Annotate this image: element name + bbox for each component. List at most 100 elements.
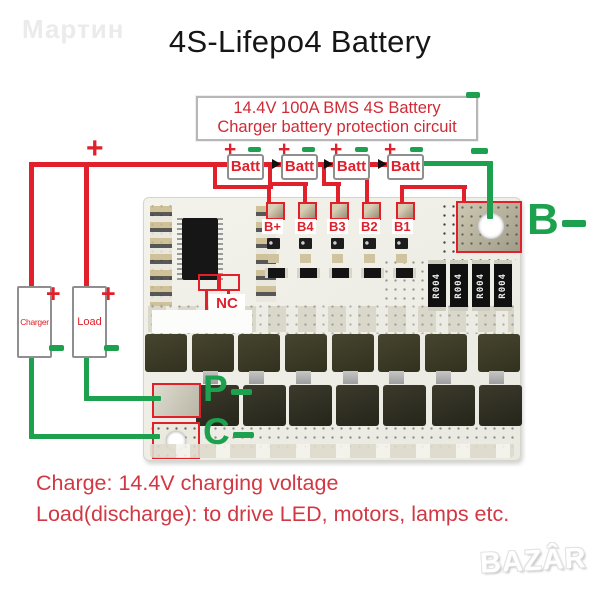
mosfet bbox=[285, 334, 327, 372]
wire-pack-negative bbox=[416, 161, 493, 166]
smd-part bbox=[267, 238, 280, 249]
mosfet bbox=[192, 334, 234, 372]
series-arrow bbox=[272, 159, 281, 169]
nc-pad-box bbox=[198, 274, 219, 291]
load-info-line: Load(discharge): to drive LED, motors, l… bbox=[36, 502, 510, 526]
smd-part bbox=[395, 238, 408, 249]
description-text: Charge: 14.4V charging voltage Load(disc… bbox=[36, 468, 509, 530]
battery-cell-1: Batt bbox=[227, 154, 264, 180]
wire-b4-tap bbox=[303, 182, 307, 203]
mosfet bbox=[432, 385, 475, 426]
mosfet bbox=[336, 385, 379, 426]
terminal-letter: P bbox=[203, 368, 228, 409]
load-box: Load bbox=[72, 286, 107, 358]
charger-box: Charger bbox=[17, 286, 52, 358]
pcb-board: B+ B4 B3 B2 B1 NC R004 R004 R004 R004 bbox=[143, 197, 522, 461]
minus-mark bbox=[49, 345, 64, 351]
wire-load-negative bbox=[84, 396, 161, 401]
smd-part bbox=[268, 254, 279, 263]
minus-mark bbox=[104, 345, 119, 351]
pad-b-plus bbox=[266, 202, 285, 220]
wire-load-positive bbox=[84, 162, 89, 288]
minus-mark bbox=[248, 147, 261, 152]
battery-cell-4: Batt bbox=[387, 154, 424, 180]
mosfet bbox=[238, 334, 280, 372]
ic-pins bbox=[218, 218, 223, 280]
smd-part bbox=[300, 254, 311, 263]
mosfet-tab bbox=[249, 371, 264, 384]
smd-part bbox=[361, 268, 384, 278]
battery-cell-2: Batt bbox=[281, 154, 318, 180]
mosfet-tab bbox=[296, 371, 311, 384]
mosfet-tab bbox=[389, 371, 404, 384]
wire-b3-tap bbox=[322, 182, 341, 186]
shunt-resistor: R004 bbox=[450, 260, 468, 311]
wire-b4-tap bbox=[268, 165, 272, 185]
series-arrow bbox=[324, 159, 333, 169]
pad-label-b1: B1 bbox=[392, 219, 413, 234]
terminal-letter: C bbox=[203, 411, 230, 452]
smd-part bbox=[393, 268, 416, 278]
wire-b2-tap bbox=[365, 165, 369, 204]
charge-info-line: Charge: 14.4V charging voltage bbox=[36, 471, 339, 495]
page-title: 4S-Lifepo4 Battery bbox=[168, 24, 432, 59]
wire-charger-negative bbox=[29, 434, 160, 439]
wire-b1-tap bbox=[462, 185, 466, 202]
smd-part bbox=[363, 238, 376, 249]
minus-mark bbox=[466, 92, 480, 98]
nc-pointer-line bbox=[205, 289, 208, 317]
wire-b1-tap bbox=[400, 187, 404, 203]
terminal-label-c-minus: C bbox=[203, 411, 254, 452]
wire-charger-positive bbox=[29, 162, 34, 288]
mosfet-tab bbox=[343, 371, 358, 384]
terminal-dash bbox=[230, 389, 252, 395]
smd-part bbox=[396, 254, 407, 263]
series-arrow bbox=[378, 159, 387, 169]
minus-mark bbox=[302, 147, 315, 152]
ic-pins bbox=[177, 218, 182, 280]
mosfet bbox=[425, 334, 467, 372]
plus-mark: + bbox=[46, 280, 61, 308]
smd-part bbox=[299, 238, 312, 249]
info-box: 14.4V 100A BMS 4S Battery Charger batter… bbox=[196, 96, 478, 141]
pcb-edge-pads bbox=[150, 444, 514, 458]
mosfet-tab bbox=[489, 371, 504, 384]
pad-b1 bbox=[396, 202, 415, 220]
pad-b3 bbox=[330, 202, 349, 220]
plus-mark: + bbox=[101, 280, 116, 308]
wire-b-plus-tap bbox=[213, 185, 273, 189]
seller-watermark: Мартин bbox=[22, 14, 125, 44]
mosfet bbox=[145, 334, 187, 372]
terminal-letter: B bbox=[527, 195, 559, 244]
mosfet bbox=[478, 334, 520, 372]
mosfet-tab bbox=[203, 371, 218, 384]
terminal-label-b-minus: B bbox=[527, 195, 586, 244]
mosfet bbox=[383, 385, 426, 426]
plus-mark: + bbox=[86, 132, 104, 165]
minus-mark bbox=[355, 147, 368, 152]
pad-label-b4: B4 bbox=[295, 219, 316, 234]
info-line-1: 14.4V 100A BMS 4S Battery bbox=[233, 99, 441, 117]
wire-pack-positive bbox=[29, 162, 420, 167]
mosfet bbox=[289, 385, 332, 426]
minus-mark bbox=[410, 147, 423, 152]
nc-label: NC bbox=[209, 294, 245, 314]
wire-b1-tap bbox=[400, 185, 467, 189]
shunt-resistor: R004 bbox=[428, 260, 446, 311]
wire-b3-tap bbox=[336, 182, 340, 203]
wire-b3-tap bbox=[322, 165, 326, 185]
mosfet bbox=[332, 334, 374, 372]
smd-components bbox=[150, 206, 172, 306]
pad-label-b2: B2 bbox=[359, 219, 380, 234]
ic-chip bbox=[182, 218, 218, 280]
shunt-resistor: R004 bbox=[472, 260, 490, 311]
smd-part bbox=[364, 254, 375, 263]
site-watermark: BAZÂR bbox=[479, 542, 588, 580]
mosfet bbox=[378, 334, 420, 372]
terminal-dash bbox=[232, 432, 254, 438]
pad-label-b3: B3 bbox=[327, 219, 348, 234]
wire-b4-tap bbox=[268, 182, 308, 186]
wire-b-plus-tap bbox=[213, 165, 217, 188]
wire-b-plus-tap bbox=[267, 185, 271, 203]
